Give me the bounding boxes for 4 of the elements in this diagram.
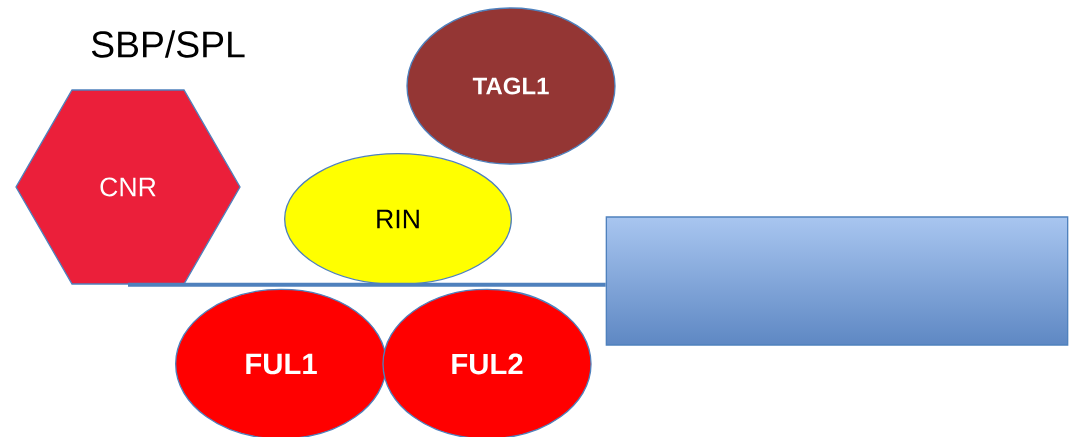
rectangle-box [605, 216, 1069, 346]
hexagon: CNR [15, 89, 241, 285]
connector-line [128, 282, 606, 287]
group-label: SBP/SPL [91, 30, 245, 58]
